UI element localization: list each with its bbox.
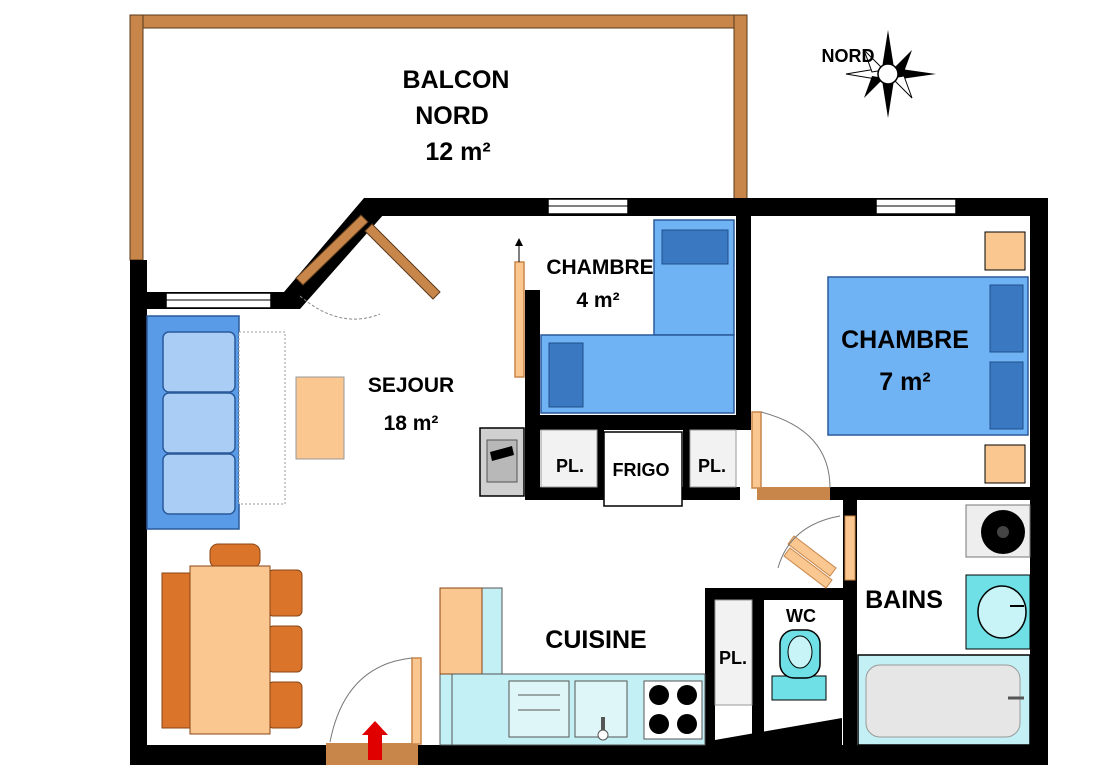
double-bed: [827, 276, 1029, 436]
chambre-large-area: 7 m²: [879, 368, 930, 396]
interior-walls: [326, 198, 1048, 765]
stair-hatch: [715, 718, 842, 745]
entrance-arrow-icon: [362, 721, 388, 760]
compass-icon: [845, 30, 936, 118]
door-bains: [777, 515, 856, 589]
door-chambre-small: [514, 238, 525, 378]
coffee-table: [295, 376, 345, 460]
sejour-area: 18 m²: [384, 412, 439, 435]
chambre-small-name: CHAMBRE: [546, 256, 653, 279]
toilet-icon: [771, 629, 827, 701]
dining-set: [161, 543, 303, 735]
door-entrance: [329, 657, 422, 745]
chambre-small-area: 4 m²: [576, 289, 619, 312]
bains-name: BAINS: [865, 586, 943, 614]
sink-icon: [965, 574, 1031, 650]
chambre-large-name: CHAMBRE: [841, 326, 969, 354]
doors[interactable]: [329, 238, 856, 745]
frigo-label: FRIGO: [613, 460, 670, 480]
placard-label-2: PL.: [698, 456, 726, 476]
bathtub-icon: [857, 654, 1031, 746]
balcon-orientation: NORD: [415, 102, 489, 130]
nightstand-bottom: [984, 444, 1026, 484]
sofa: [146, 315, 240, 530]
placard-wc: [714, 599, 753, 706]
placard-label-1: PL.: [556, 456, 584, 476]
cuisine-name: CUISINE: [545, 626, 646, 654]
sejour-name: SEJOUR: [368, 374, 454, 397]
balcony-railing: [129, 14, 748, 261]
closet-block: [540, 429, 737, 507]
bunk-bed: [540, 219, 735, 414]
tv-cabinet: [479, 427, 525, 497]
kitchen-counter: [439, 587, 706, 746]
rug: [238, 331, 286, 505]
door-chambre-large: [751, 411, 831, 489]
nightstand-top: [984, 231, 1026, 271]
compass-label: NORD: [822, 46, 875, 66]
wc-name: WC: [786, 606, 816, 626]
placard-label-3: PL.: [719, 648, 747, 668]
windows: [165, 198, 957, 309]
stove-icon: [643, 680, 703, 740]
washing-machine-icon: [965, 504, 1031, 558]
balcon-name: BALCON: [403, 66, 510, 94]
balcon-area: 12 m²: [425, 138, 490, 166]
balcony-door[interactable]: [295, 214, 441, 320]
